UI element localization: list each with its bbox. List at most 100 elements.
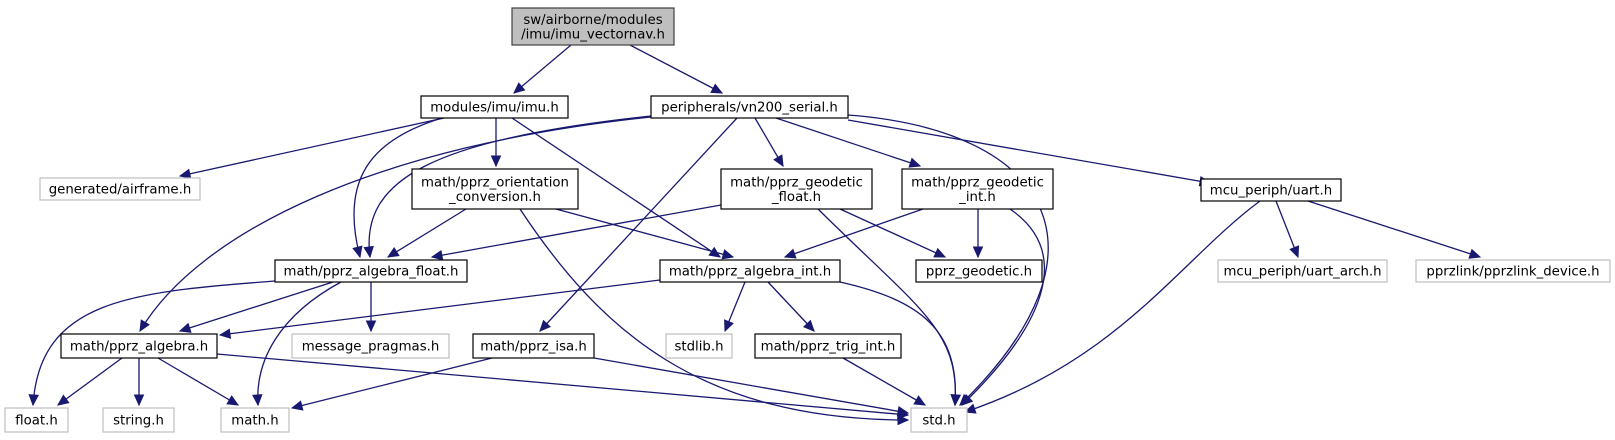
node-vn200[interactable]: peripherals/vn200_serial.h xyxy=(650,95,849,119)
node-label: _int.h xyxy=(958,190,996,205)
node-label: math/pprz_algebra_int.h xyxy=(669,265,831,280)
edge-line xyxy=(139,116,652,332)
node-box xyxy=(472,333,595,359)
edge-vn200-to-algfloat xyxy=(363,115,652,259)
edge-root-to-imu xyxy=(513,44,572,94)
node-box xyxy=(220,407,290,433)
node-geoint[interactable]: math/pprz_geodetic_int.h xyxy=(901,168,1054,210)
node-label: message_pragmas.h xyxy=(302,340,440,355)
edge-algebra-to-math xyxy=(157,357,240,406)
edge-line xyxy=(629,44,723,94)
edge-line xyxy=(961,208,1045,406)
node-label: mcu_periph/uart_arch.h xyxy=(1223,265,1381,280)
node-uart[interactable]: mcu_periph/uart.h xyxy=(1200,178,1342,202)
node-label: string.h xyxy=(113,414,164,429)
edge-line xyxy=(847,119,1211,184)
edges-layer xyxy=(28,44,1482,426)
node-geofloat[interactable]: math/pprz_geodetic_float.h xyxy=(720,168,873,210)
arrowhead-icon xyxy=(290,400,304,411)
node-uartarch: mcu_periph/uart_arch.h xyxy=(1217,259,1388,283)
node-label: std.h xyxy=(922,414,955,429)
edge-algebra-to-float xyxy=(57,357,123,406)
node-label: _conversion.h xyxy=(448,190,541,205)
node-std: std.h xyxy=(910,407,968,433)
edge-line xyxy=(291,357,493,409)
edge-line xyxy=(1307,200,1481,258)
node-pprzlink: pprzlink/pprzlink_device.h xyxy=(1415,259,1611,283)
node-airframe: generated/airframe.h xyxy=(39,177,201,201)
arrowhead-icon xyxy=(57,394,70,406)
node-label: /imu/imu_vectornav.h xyxy=(521,27,665,42)
arrowhead-icon xyxy=(178,322,192,333)
edge-orient-to-std xyxy=(519,208,910,426)
edge-line xyxy=(511,117,721,258)
node-box xyxy=(60,333,218,359)
node-label: pprzlink/pprzlink_device.h xyxy=(1426,265,1599,280)
node-float: float.h xyxy=(4,407,69,433)
node-orient[interactable]: math/pprz_orientation_conversion.h xyxy=(411,168,579,210)
arrowhead-icon xyxy=(773,154,784,168)
node-geodetic[interactable]: pprz_geodetic.h xyxy=(915,259,1043,283)
edge-line xyxy=(387,208,467,258)
edge-line xyxy=(157,357,239,406)
node-label: math/pprz_trig_int.h xyxy=(761,340,896,355)
edge-isa-to-math xyxy=(290,357,493,411)
node-box xyxy=(901,168,1054,210)
edge-algfloat-to-math xyxy=(252,281,342,407)
edge-vn200-to-geofloat xyxy=(754,117,784,168)
node-root[interactable]: sw/airborne/modules/imu/imu_vectornav.h xyxy=(511,7,675,46)
arrowhead-icon xyxy=(430,249,444,261)
node-box xyxy=(411,168,579,210)
edge-geoint-to-algint xyxy=(783,208,924,259)
arrowhead-icon xyxy=(802,319,815,332)
nodes-layer: sw/airborne/modules/imu/imu_vectornav.hm… xyxy=(4,7,1611,433)
node-pragmas: message_pragmas.h xyxy=(291,333,450,359)
node-label: generated/airframe.h xyxy=(49,183,192,198)
arrowhead-icon xyxy=(139,319,150,333)
node-math: math.h xyxy=(220,407,290,433)
edge-algebra-to-string xyxy=(133,358,145,407)
edge-line xyxy=(353,117,443,258)
node-label: stdlib.h xyxy=(674,340,723,355)
node-box xyxy=(659,259,841,283)
arrowhead-icon xyxy=(513,82,526,94)
node-isa[interactable]: math/pprz_isa.h xyxy=(472,333,595,359)
node-label: math.h xyxy=(231,414,278,429)
edge-line xyxy=(431,204,722,258)
node-label: sw/airborne/modules xyxy=(523,13,662,28)
node-box xyxy=(4,407,69,433)
edge-trigint-to-std xyxy=(842,357,927,406)
node-box xyxy=(1217,259,1388,283)
node-box xyxy=(102,407,175,433)
node-box xyxy=(420,95,569,119)
arrowhead-icon xyxy=(950,394,961,407)
arrowhead-icon xyxy=(386,247,400,258)
edge-algebra-to-std xyxy=(216,353,910,420)
arrowhead-icon xyxy=(539,319,552,332)
edge-line xyxy=(593,357,909,414)
node-box xyxy=(291,333,450,359)
edge-line xyxy=(368,115,652,258)
edge-line xyxy=(216,353,909,416)
arrowhead-icon xyxy=(913,395,927,406)
node-label: peripherals/vn200_serial.h xyxy=(661,101,838,116)
node-algebra[interactable]: math/pprz_algebra.h xyxy=(60,333,218,359)
node-label: mcu_periph/uart.h xyxy=(1210,184,1332,199)
node-box xyxy=(511,7,675,46)
arrowhead-icon xyxy=(252,394,263,407)
node-box xyxy=(274,259,468,283)
arrowhead-icon xyxy=(365,320,377,333)
edge-isa-to-std xyxy=(593,357,910,417)
edge-line xyxy=(257,281,342,406)
edge-algint-to-trigint xyxy=(767,281,815,332)
node-imu[interactable]: modules/imu/imu.h xyxy=(420,95,569,119)
node-algfloat[interactable]: math/pprz_algebra_float.h xyxy=(274,259,468,283)
edge-line xyxy=(767,281,815,332)
edge-algfloat-to-pragmas xyxy=(365,282,377,333)
edge-line xyxy=(539,117,738,332)
node-algint[interactable]: math/pprz_algebra_int.h xyxy=(659,259,841,283)
edge-algint-to-std xyxy=(839,281,961,407)
node-trigint[interactable]: math/pprz_trig_int.h xyxy=(754,333,902,359)
node-label: _float.h xyxy=(771,190,821,205)
